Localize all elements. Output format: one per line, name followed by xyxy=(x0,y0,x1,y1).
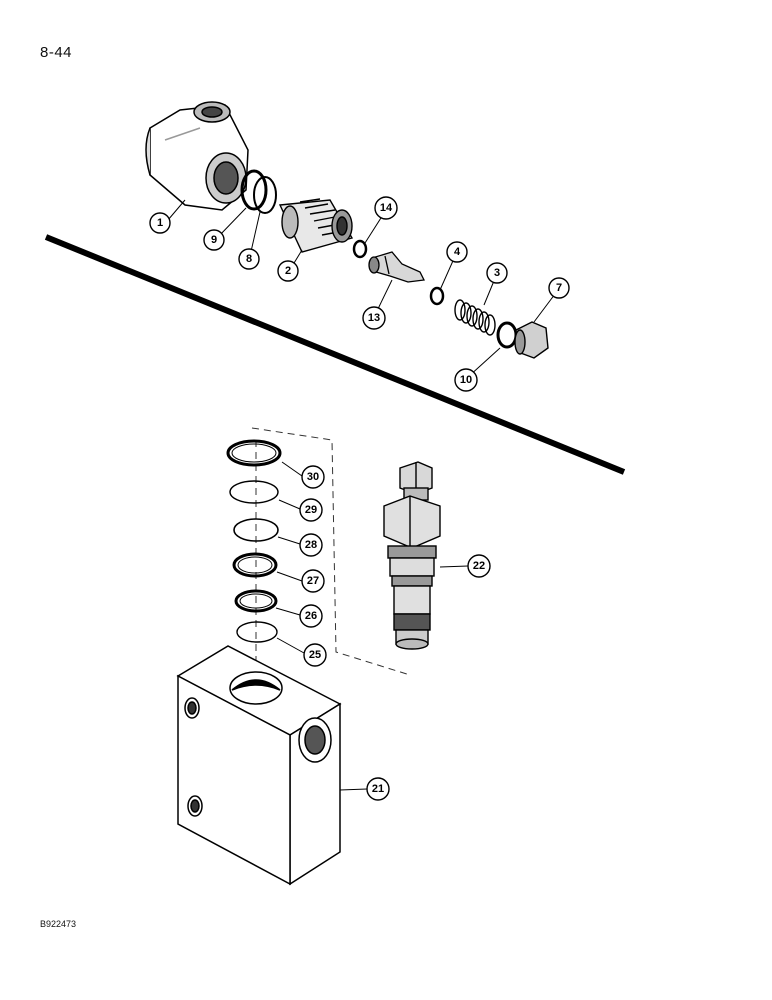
callout-10: 10 xyxy=(454,368,478,392)
spring-icon xyxy=(454,299,496,336)
hex-plug-icon xyxy=(514,321,549,359)
callout-8: 8 xyxy=(238,248,260,270)
figure-reference-code: B922473 xyxy=(40,919,77,929)
callout-1: 1 xyxy=(149,212,171,234)
callout-26: 26 xyxy=(299,604,323,628)
svg-text:2: 2 xyxy=(285,265,291,277)
callout-3: 3 xyxy=(486,262,508,284)
svg-text:29: 29 xyxy=(305,504,317,516)
seal-ring-icon xyxy=(229,480,279,504)
callout-2: 2 xyxy=(277,260,299,282)
seal-ring-icon xyxy=(232,552,278,578)
o-ring-icon xyxy=(240,169,268,211)
backup-ring-icon xyxy=(253,176,277,214)
callout-4: 4 xyxy=(446,241,468,263)
assembly-guide-lines xyxy=(251,427,411,688)
leader-lines-lower xyxy=(275,461,469,791)
svg-text:1: 1 xyxy=(157,217,163,229)
svg-text:26: 26 xyxy=(305,610,317,622)
callout-13: 13 xyxy=(362,306,386,330)
svg-text:30: 30 xyxy=(307,471,319,483)
svg-text:22: 22 xyxy=(473,560,485,572)
svg-text:10: 10 xyxy=(460,374,472,386)
callout-25: 25 xyxy=(303,643,327,667)
washer-icon xyxy=(429,286,445,306)
callout-27: 27 xyxy=(301,569,325,593)
callout-7: 7 xyxy=(548,277,570,299)
section-divider-line xyxy=(44,234,626,475)
page-number: 8-44 xyxy=(40,44,73,61)
svg-text:3: 3 xyxy=(494,267,500,279)
seal-ring-icon xyxy=(234,589,278,613)
callout-30: 30 xyxy=(301,465,325,489)
seal-ring-icon xyxy=(236,621,278,643)
manifold-block-icon xyxy=(176,645,342,886)
svg-text:9: 9 xyxy=(211,234,217,246)
svg-text:21: 21 xyxy=(372,783,384,795)
relief-valve-cartridge-icon xyxy=(383,461,441,650)
seal-ring-icon xyxy=(233,518,279,542)
o-ring-icon xyxy=(496,321,518,349)
valve-tee-body-icon xyxy=(145,101,249,211)
svg-text:8: 8 xyxy=(246,253,252,265)
callout-28: 28 xyxy=(299,533,323,557)
callout-9: 9 xyxy=(203,229,225,251)
svg-text:13: 13 xyxy=(368,312,380,324)
leader-lines-upper xyxy=(167,199,559,378)
svg-text:27: 27 xyxy=(307,575,319,587)
callout-22: 22 xyxy=(467,554,491,578)
svg-text:4: 4 xyxy=(454,246,461,258)
washer-icon xyxy=(352,239,368,259)
svg-text:7: 7 xyxy=(556,282,562,294)
callout-29: 29 xyxy=(299,498,323,522)
seal-ring-icon xyxy=(226,439,282,467)
poppet-icon xyxy=(368,251,425,283)
svg-text:14: 14 xyxy=(380,202,393,214)
callout-21: 21 xyxy=(366,777,390,801)
svg-text:25: 25 xyxy=(309,649,321,661)
callout-14: 14 xyxy=(374,196,398,220)
threaded-cartridge-icon xyxy=(278,198,354,253)
svg-text:28: 28 xyxy=(305,539,317,551)
